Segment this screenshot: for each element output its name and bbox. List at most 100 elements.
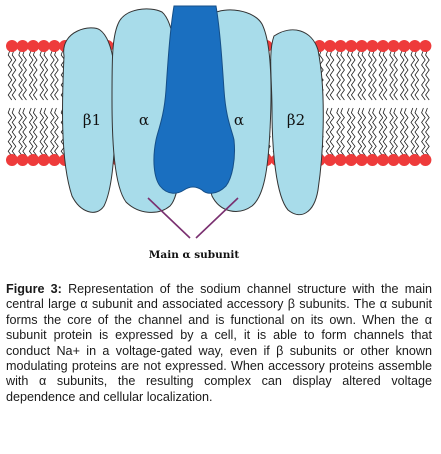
lipid-tail: [368, 107, 373, 157]
lipid-head: [27, 154, 40, 166]
lipid-tail: [32, 49, 38, 101]
beta2-subunit: [270, 29, 324, 215]
lipid-head: [37, 40, 50, 52]
lipid-head: [419, 40, 432, 52]
beta2-label: β2: [287, 111, 305, 129]
lipid-tail: [393, 107, 398, 157]
lipid-tail: [378, 49, 384, 101]
lipid-tail: [336, 107, 341, 157]
lipid-tail: [361, 107, 367, 157]
lipid-tail: [350, 49, 356, 101]
lipid-head: [334, 154, 347, 166]
lipid-head: [387, 154, 400, 166]
lipid-head: [345, 154, 358, 166]
lipid-head: [398, 154, 411, 166]
lipid-head: [37, 154, 50, 166]
figure-caption: Figure 3: Representation of the sodium c…: [6, 282, 432, 405]
lipid-tail: [389, 107, 394, 157]
main-subunit-label: Main α subunit: [149, 249, 240, 261]
lipid-tail: [43, 49, 49, 101]
lipid-tail: [421, 107, 426, 157]
lipid-tail: [329, 49, 335, 101]
lipid-tail: [28, 107, 34, 157]
lipid-head: [324, 154, 336, 166]
lipid-tail: [399, 107, 405, 157]
lipid-head: [48, 40, 61, 52]
lipid-tail: [389, 49, 394, 101]
lipid-head: [419, 154, 432, 166]
lipid-head: [366, 40, 379, 52]
lipid-tail: [39, 49, 45, 101]
lipid-tail: [325, 49, 331, 101]
lipid-tail: [357, 107, 363, 157]
lipid-head: [334, 40, 347, 52]
channel-core: [153, 5, 235, 194]
lipid-tail: [32, 107, 38, 157]
sodium-channel-diagram: β1 α α β2 Main α subunit: [6, 5, 432, 261]
lipid-tail: [372, 49, 377, 101]
lipid-head: [387, 40, 400, 52]
lipid-tail: [54, 49, 59, 101]
lipid-tail: [425, 107, 430, 157]
lipid-tail: [7, 49, 13, 101]
lipid-tail: [11, 49, 17, 101]
lipid-tail: [368, 49, 373, 101]
lipid-head: [355, 154, 368, 166]
lipid-tail: [18, 49, 23, 101]
caption-text: Representation of the sodium channel str…: [6, 282, 432, 404]
lipid-tail: [361, 49, 367, 101]
lipid-tail: [50, 49, 55, 101]
lipid-tail: [414, 49, 420, 101]
lipid-head: [408, 40, 421, 52]
lipid-head: [27, 40, 40, 52]
beta1-label: β1: [83, 111, 101, 129]
lipid-tail: [393, 49, 398, 101]
lipid-tail: [340, 107, 345, 157]
lipid-tail: [22, 49, 27, 101]
lipid-tail: [28, 49, 34, 101]
lipid-tail: [421, 49, 426, 101]
lipid-head: [324, 40, 336, 52]
lipid-tail: [22, 107, 27, 157]
alpha-right-label: α: [234, 111, 244, 129]
beta1-subunit: [62, 27, 117, 213]
lipid-tail: [346, 107, 352, 157]
lipid-tail: [378, 107, 384, 157]
lipid-head: [16, 40, 29, 52]
lipid-tail: [403, 49, 409, 101]
lipid-head: [377, 40, 389, 52]
lipid-tail: [357, 49, 363, 101]
lipid-tail: [425, 49, 430, 101]
lipid-tail: [325, 107, 331, 157]
lipid-tail: [403, 107, 409, 157]
lipid-head: [398, 40, 411, 52]
main-subunit-pointer: [147, 197, 239, 239]
lipid-tail: [54, 107, 59, 157]
lipid-tail: [18, 107, 23, 157]
lipid-head: [6, 154, 18, 166]
alpha-left-label: α: [139, 111, 149, 129]
lipid-tail: [382, 49, 388, 101]
lipid-tail: [346, 49, 352, 101]
lipid-tail: [410, 107, 416, 157]
lipid-tail: [50, 107, 55, 157]
lipid-tail: [414, 107, 420, 157]
lipid-tail: [340, 49, 345, 101]
lipid-tail: [382, 107, 388, 157]
lipid-tail: [350, 107, 356, 157]
lipid-head: [345, 40, 358, 52]
figure-label: Figure 3:: [6, 282, 62, 296]
lipid-tail: [39, 107, 45, 157]
lipid-tail: [410, 49, 416, 101]
lipid-head: [377, 154, 389, 166]
lipid-tail: [372, 107, 377, 157]
lipid-tail: [336, 49, 341, 101]
lipid-head: [16, 154, 29, 166]
lipid-head: [366, 154, 379, 166]
lipid-tail: [7, 107, 13, 157]
lipid-tail: [43, 107, 49, 157]
lipid-tail: [329, 107, 335, 157]
lipid-head: [408, 154, 421, 166]
lipid-tail: [11, 107, 17, 157]
lipid-tail: [399, 49, 405, 101]
